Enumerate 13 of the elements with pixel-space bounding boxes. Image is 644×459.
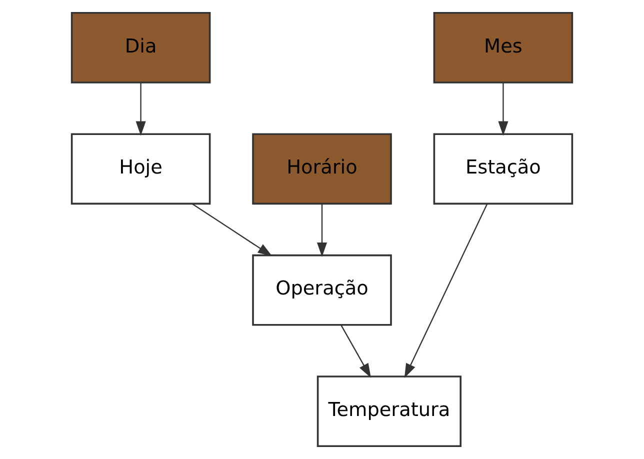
- arrow: [136, 82, 146, 136]
- node-box: Horário: [252, 133, 392, 205]
- node-box: Operação: [252, 254, 392, 326]
- node-box: Hoje: [70, 133, 211, 205]
- node-box: Dia: [70, 12, 211, 84]
- node-box: Mes: [433, 12, 574, 84]
- arrow: [316, 204, 328, 257]
- node-box: Temperatura: [316, 376, 462, 447]
- arrow: [404, 204, 488, 378]
- arrow: [498, 82, 508, 136]
- arrow: [192, 203, 272, 256]
- arrow: [340, 324, 371, 378]
- node-box: Estação: [433, 133, 574, 205]
